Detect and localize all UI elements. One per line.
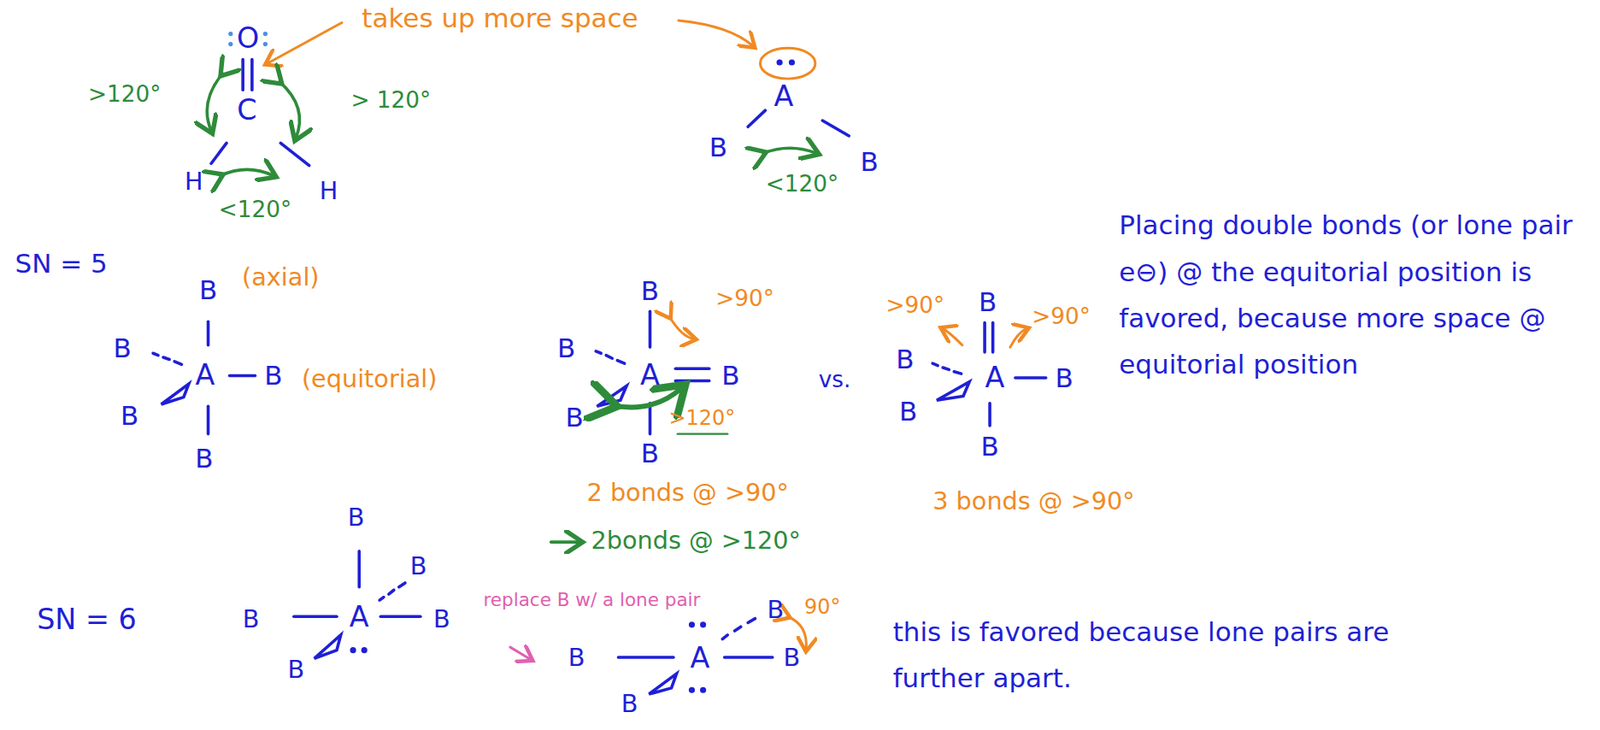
label-text: A [640,359,660,392]
label-text: A [690,642,711,675]
label-text: B [1055,363,1074,393]
label-text: B [721,360,740,390]
note-text: this is favored because lone pairs are f… [893,608,1465,702]
label-text: 3 bonds @ >90° [932,488,1135,517]
label-text: A [349,601,370,634]
note-text: Placing double bonds (or lone pair e⊖) @… [1118,201,1597,388]
label-text: B [194,443,213,473]
label-text: B [568,644,586,672]
label-text: 2bonds @ >120° [591,527,801,555]
label-text: B [264,360,283,390]
label-text: B [433,605,451,634]
label-text: B [621,690,639,718]
label-text: B [199,275,218,305]
label-text: takes up more space [361,3,638,33]
label-text: B [641,276,659,306]
label-text: B [783,644,801,672]
label-text: >90° [886,293,946,318]
label-text: SN = 5 [14,248,107,278]
label-text: > 120° [350,88,431,113]
label-text: B [242,605,260,634]
label-text: 90° [804,595,841,618]
label-text: B [410,552,428,581]
label-text: B [113,333,132,363]
label-text: >90° [715,285,775,311]
label-text: A [985,361,1006,394]
label-text: >120° [88,81,161,106]
label-text: H [184,168,204,196]
label-text: A [195,359,216,392]
label-text: B [978,287,997,317]
label-text: B [120,400,139,430]
label-text: (axial) [241,264,319,292]
label-text: >120° [669,406,736,430]
label-text: (equitorial) [301,365,438,394]
label-text: B [287,657,305,685]
label-text: O [236,23,259,55]
label-text: B [557,333,576,363]
label-text: C [236,94,257,127]
label-text: B [980,431,999,461]
label-text: A [773,81,794,113]
label-text: B [895,344,914,374]
label-text: B [347,505,365,533]
label-text: vs. [818,367,852,393]
label-text: <120° [765,170,839,196]
label-text: SN = 6 [36,603,137,636]
label-text: B [565,402,584,432]
label-text: 2 bonds @ >90° [587,479,789,507]
label-text: B [709,132,728,162]
label-text: >90° [1031,304,1091,330]
label-text: B [641,438,659,468]
label-text: B [860,147,879,177]
label-text: B [767,596,785,624]
label-text: B [899,396,918,426]
label-text: replace B w/ a lone pair [482,589,700,611]
label-text: H [319,178,339,206]
label-text: <120° [218,196,292,222]
